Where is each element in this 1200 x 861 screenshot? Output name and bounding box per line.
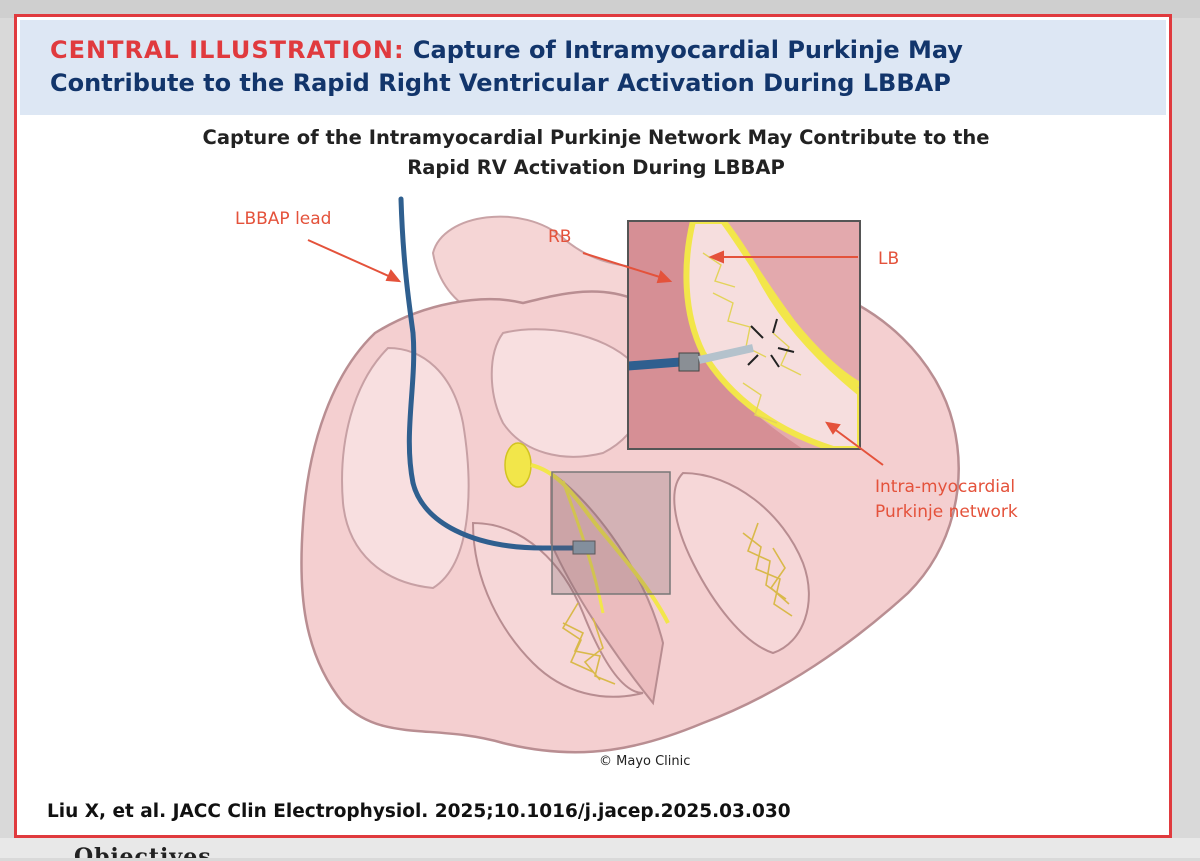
banner-title: CENTRAL ILLUSTRATION: Capture of Intramy… (50, 34, 1150, 100)
right-atrium (341, 346, 470, 590)
background-heading-text: Objectives (74, 844, 212, 858)
label-lb: LB (878, 249, 900, 269)
label-lbbap-lead: LBBAP lead (235, 209, 332, 229)
zoom-region-box (551, 471, 671, 595)
figure-title: Capture of the Intramyocardial Purkinje … (17, 123, 1175, 183)
av-node (504, 442, 532, 488)
inset-frame (627, 220, 861, 450)
figure-title-line1: Capture of the Intramyocardial Purkinje … (202, 126, 990, 149)
inset-lead-tip (678, 352, 700, 372)
label-purkinje-network: Intra-myocardial Purkinje network (875, 475, 1018, 525)
label-purkinje-line1: Intra-myocardial (875, 477, 1016, 497)
label-purkinje-line2: Purkinje network (875, 502, 1018, 522)
label-arrows (307, 239, 884, 466)
banner-title-line2: Contribute to the Rapid Right Ventricula… (50, 69, 951, 97)
right-ventricle (471, 521, 644, 698)
activation-arrows (747, 318, 795, 368)
his-bundle (530, 463, 670, 624)
inset-view (628, 221, 860, 449)
inset-helix (698, 344, 754, 364)
purkinje-rv (561, 602, 616, 685)
banner-label: CENTRAL ILLUSTRATION: (50, 36, 405, 64)
left-ventricle (673, 471, 810, 655)
figure-title-line2: Rapid RV Activation During LBBAP (407, 156, 785, 179)
lead-tip (572, 540, 596, 555)
citation: Liu X, et al. JACC Clin Electrophysiol. … (47, 801, 791, 822)
banner-title-line1: Capture of Intramyocardial Purkinje May (412, 36, 963, 64)
purkinje-lv (742, 522, 793, 617)
background-page-bottom: Objectives (0, 838, 1200, 858)
left-atrium (490, 328, 644, 458)
banner: CENTRAL ILLUSTRATION: Capture of Intramy… (20, 20, 1166, 115)
copyright: © Mayo Clinic (599, 754, 691, 769)
heart-diagram (300, 196, 960, 754)
background-page-top (0, 0, 1200, 18)
pacing-lead (398, 196, 584, 551)
label-rb: RB (548, 227, 572, 247)
central-illustration-card: CENTRAL ILLUSTRATION: Capture of Intramy… (14, 14, 1172, 838)
